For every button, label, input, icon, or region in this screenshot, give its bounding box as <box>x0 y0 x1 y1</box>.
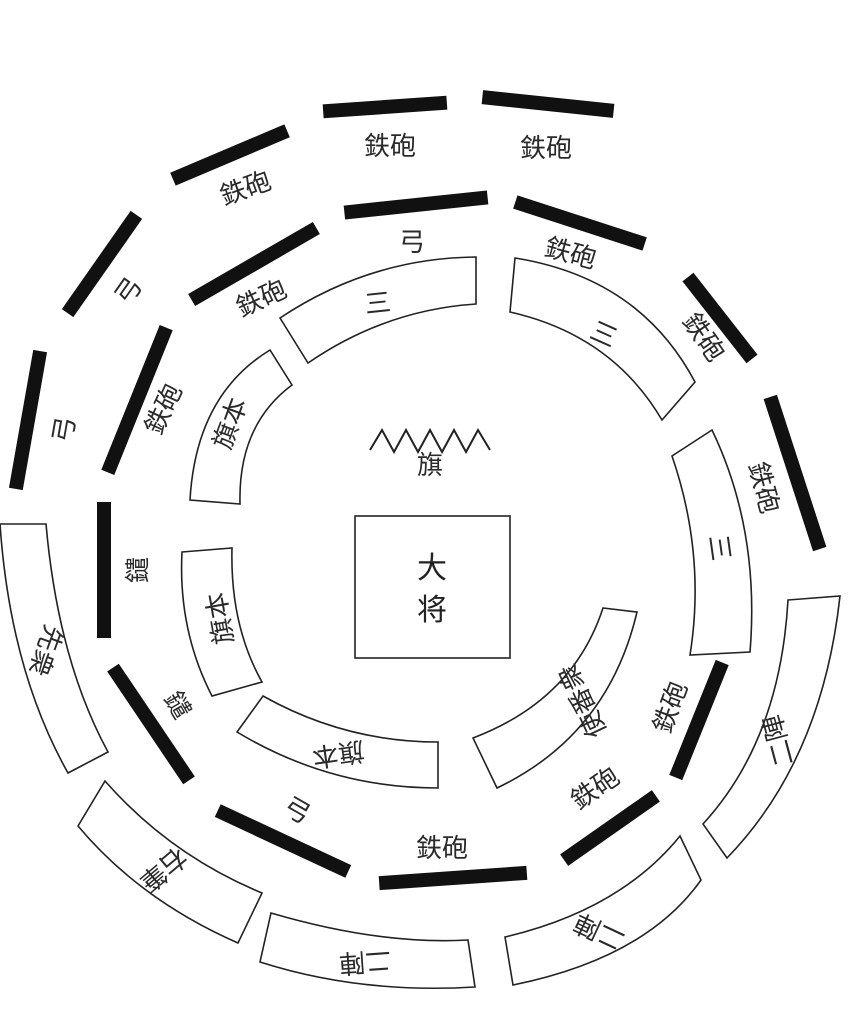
ring-label-4: 弓 <box>109 272 148 311</box>
ring-label-27: 二陣 <box>338 944 392 978</box>
unit-ni-jin-south-box <box>259 911 476 990</box>
ring-label-15: 鉄砲 <box>416 834 468 864</box>
outer-bars <box>8 90 827 552</box>
unit-hatamoto-upper-box <box>189 348 294 505</box>
middle-bar-2 <box>513 195 647 251</box>
ring-label-13: 鑓 <box>157 687 196 725</box>
general-box: 大 将 <box>354 515 511 659</box>
unit-ni-jin-east-box <box>701 595 841 860</box>
outer-bar-5 <box>8 349 48 491</box>
banner-label: 旗 <box>417 451 443 481</box>
unit-ni-jin-southeast-box <box>504 834 702 986</box>
general-label: 大 <box>417 551 447 586</box>
ring-label-17: 鉄砲 <box>648 678 694 737</box>
ring-label-23: 旗本 <box>310 735 366 772</box>
ring-label-1: 鉄砲 <box>364 132 416 162</box>
unit-san-right-box <box>509 257 696 422</box>
unit-hatamoto-bottom-box <box>235 694 439 789</box>
unit-yu-hitsu-box <box>77 779 264 945</box>
middle-bar-9 <box>560 790 660 866</box>
middle-bars <box>97 190 729 891</box>
banner: 旗 <box>369 427 491 481</box>
ring-label-10: 鉄砲 <box>742 459 784 517</box>
middle-bar-6 <box>107 663 195 785</box>
ring-label-2: 鉄砲 <box>520 134 572 164</box>
unit-san-left-box <box>278 256 477 365</box>
inner-units <box>180 256 753 790</box>
outer-bar-1 <box>322 95 448 119</box>
outer-units <box>0 523 841 990</box>
outer-bar-6 <box>682 272 758 364</box>
middle-bar-1 <box>343 190 489 220</box>
ring-label-14: 弓 <box>278 792 316 831</box>
unit-nii-west-box <box>0 523 110 775</box>
ring-label-7: 弓 <box>399 228 425 258</box>
ring-labels: 鉄砲鉄砲鉄砲弓弓鉄砲弓鉄砲鉄砲鉄砲鉄砲鑓鑓弓鉄砲鉄砲鉄砲三三旗本三旗本旗本使番衆… <box>22 132 800 978</box>
ring-label-3: 鉄砲 <box>216 166 275 212</box>
ring-label-21: 三 <box>702 533 735 563</box>
middle-bar-8 <box>378 865 528 891</box>
general-label-2: 将 <box>417 593 447 628</box>
outer-bar-4 <box>61 210 143 318</box>
unit-hatamoto-lower-box <box>180 547 264 697</box>
ring-label-18: 三 <box>363 288 392 321</box>
banner-zigzag-icon <box>369 427 491 455</box>
unit-san-east-box <box>671 428 753 656</box>
outer-bar-7 <box>763 394 827 552</box>
outer-bar-2 <box>481 90 615 118</box>
middle-bar-4 <box>101 325 173 475</box>
middle-bar-5 <box>97 502 111 638</box>
unit-tsukaiban-box <box>471 607 638 790</box>
ring-label-5: 弓 <box>48 414 82 445</box>
middle-bar-7 <box>214 804 352 878</box>
middle-bar-10 <box>669 659 729 781</box>
ring-label-16: 鉄砲 <box>566 762 626 816</box>
outer-bar-3 <box>170 124 290 186</box>
middle-bar-3 <box>188 221 320 307</box>
ring-label-12: 鑓 <box>124 557 154 583</box>
